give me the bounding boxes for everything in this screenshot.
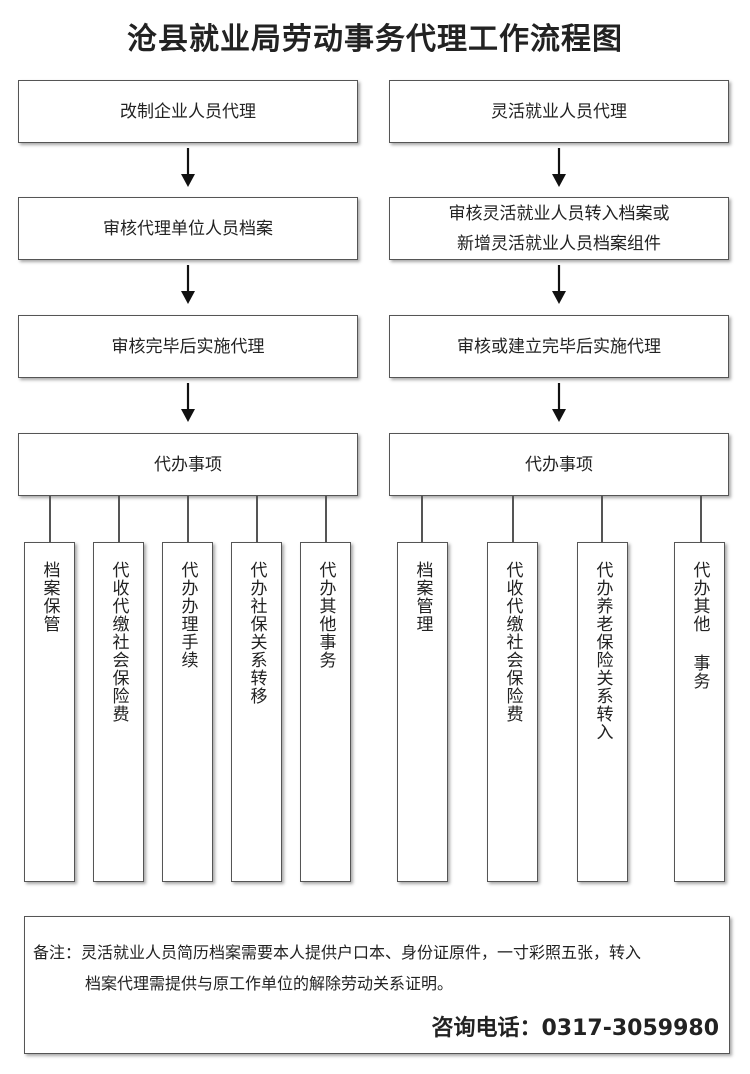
connector-line xyxy=(421,496,423,542)
left-step-1-label: 改制企业人员代理 xyxy=(120,101,256,122)
connector-line xyxy=(325,496,327,542)
connector-line xyxy=(187,496,189,542)
right-step-2-line-1: 审核灵活就业人员转入档案或 xyxy=(448,203,670,224)
left-agency-items-label: 代办事项 xyxy=(154,454,222,475)
right-step-2-line-2: 新增灵活就业人员档案组件 xyxy=(457,233,661,254)
right-item-1: 档案管理 xyxy=(397,542,448,882)
left-item-2-label: 代收代缴社会保险费 xyxy=(108,561,129,723)
arrow-down-icon xyxy=(181,265,195,304)
right-item-2-label: 代收代缴社会保险费 xyxy=(502,561,523,723)
diagram-title: 沧县就业局劳动事务代理工作流程图 xyxy=(127,22,623,57)
connector-line xyxy=(49,496,51,542)
left-item-1-label: 档案保管 xyxy=(39,561,60,633)
right-item-4-label: 代办其他 事务 xyxy=(689,561,710,690)
right-step-1-label: 灵活就业人员代理 xyxy=(491,101,627,122)
note-line-2: 档案代理需提供与原工作单位的解除劳动关系证明。 xyxy=(85,974,454,993)
left-step-2: 审核代理单位人员档案 xyxy=(18,197,358,260)
note-line-1: 备注：灵活就业人员简历档案需要本人提供户口本、身份证原件，一寸彩照五张，转入 xyxy=(33,943,642,962)
connector-line xyxy=(700,496,702,542)
note-box: 备注：灵活就业人员简历档案需要本人提供户口本、身份证原件，一寸彩照五张，转入 档… xyxy=(24,916,730,1054)
left-step-3-label: 审核完毕后实施代理 xyxy=(111,336,265,357)
right-agency-items: 代办事项 xyxy=(389,433,729,496)
connector-line xyxy=(512,496,514,542)
right-step-2: 审核灵活就业人员转入档案或 新增灵活就业人员档案组件 xyxy=(389,197,729,260)
left-item-3: 代办办理手续 xyxy=(162,542,213,882)
connector-line xyxy=(256,496,258,542)
connector-line xyxy=(118,496,120,542)
right-item-4: 代办其他 事务 xyxy=(674,542,725,882)
left-step-3: 审核完毕后实施代理 xyxy=(18,315,358,378)
arrow-down-icon xyxy=(552,265,566,304)
left-step-1: 改制企业人员代理 xyxy=(18,80,358,143)
right-item-2: 代收代缴社会保险费 xyxy=(487,542,538,882)
connector-line xyxy=(601,496,603,542)
arrow-down-icon xyxy=(552,383,566,422)
right-step-1: 灵活就业人员代理 xyxy=(389,80,729,143)
right-item-3: 代办养老保险关系转入 xyxy=(577,542,628,882)
left-item-4: 代办社保关系转移 xyxy=(231,542,282,882)
right-item-1-label: 档案管理 xyxy=(412,561,433,633)
arrow-down-icon xyxy=(552,148,566,187)
consult-phone: 咨询电话：0317-3059980 xyxy=(431,1016,719,1041)
left-item-5-label: 代办其他事务 xyxy=(315,561,336,669)
right-item-3-label: 代办养老保险关系转入 xyxy=(592,561,613,741)
left-item-2: 代收代缴社会保险费 xyxy=(93,542,144,882)
left-step-2-label: 审核代理单位人员档案 xyxy=(103,218,273,239)
left-agency-items: 代办事项 xyxy=(18,433,358,496)
left-item-1: 档案保管 xyxy=(24,542,75,882)
left-item-3-label: 代办办理手续 xyxy=(177,561,198,669)
left-item-4-label: 代办社保关系转移 xyxy=(246,561,267,705)
right-agency-items-label: 代办事项 xyxy=(525,454,593,475)
right-step-3: 审核或建立完毕后实施代理 xyxy=(389,315,729,378)
arrow-down-icon xyxy=(181,148,195,187)
arrow-down-icon xyxy=(181,383,195,422)
right-step-3-label: 审核或建立完毕后实施代理 xyxy=(457,336,661,357)
left-item-5: 代办其他事务 xyxy=(300,542,351,882)
